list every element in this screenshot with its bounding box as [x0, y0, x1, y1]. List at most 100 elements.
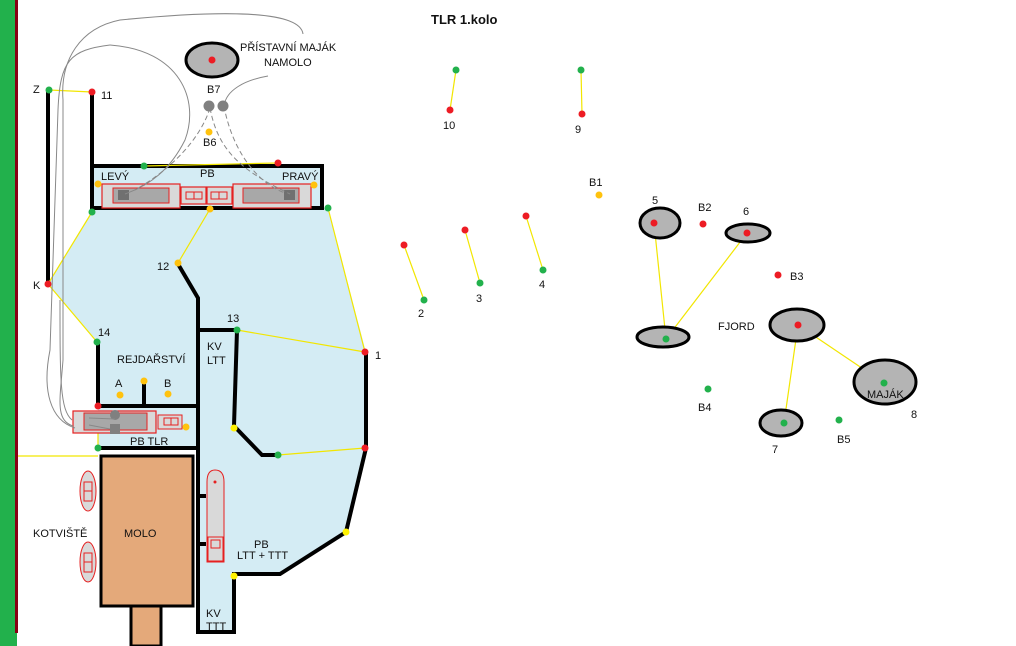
gate-point-dot	[208, 56, 216, 64]
node-a-dot	[116, 391, 124, 399]
boat-levy	[101, 183, 181, 209]
gate-point-dot	[400, 241, 408, 249]
node-b6-label: B6	[203, 137, 216, 149]
label-pb-ltt-2: LTT + TTT	[237, 550, 288, 562]
label-pb-ltt-1: PB	[254, 539, 269, 551]
gate-point-dot	[342, 528, 350, 536]
node-b6-dot	[205, 128, 213, 136]
node-b4-dot	[704, 385, 712, 393]
boat-kotviste-1	[79, 470, 97, 512]
label-kv-ttt-1: KV	[206, 608, 221, 620]
node-8-label: 8	[911, 409, 917, 421]
label-rejdarstvi: REJDAŘSTVÍ	[117, 353, 186, 366]
island-5	[638, 206, 682, 240]
gate-point-dot	[94, 444, 102, 452]
node-11-dot	[88, 88, 96, 96]
gate-point-dot	[310, 181, 318, 189]
gate-point-dot	[230, 424, 238, 432]
label-harbor-lighthouse-2: NAMOLO	[264, 57, 312, 69]
gate-point-dot	[140, 162, 148, 170]
gate-point-dot	[794, 321, 802, 329]
label-kv-ltt-1: KV	[207, 341, 222, 353]
node-9-label: 9	[575, 124, 581, 136]
molo-stem	[129, 604, 163, 646]
node-z-label: Z	[33, 84, 40, 96]
left-border-green	[0, 0, 17, 646]
node-5-dot	[650, 219, 658, 227]
gate-point-dot	[577, 66, 585, 74]
node-b-dot	[164, 390, 172, 398]
walls	[46, 90, 368, 634]
node-b1-dot	[595, 191, 603, 199]
label-fjord: FJORD	[718, 321, 755, 333]
node-14-label: 14	[98, 327, 110, 339]
gate-point-dot	[88, 208, 96, 216]
gate-point-dot	[662, 335, 670, 343]
node-1-dot	[361, 348, 369, 356]
map-title: TLR 1.kolo	[431, 12, 498, 27]
boat-pb-middle-2	[206, 186, 233, 205]
gate-point-dot	[361, 444, 369, 452]
label-harbor-lighthouse-1: PŘÍSTAVNÍ MAJÁK	[240, 41, 337, 54]
gate-point-dot	[522, 212, 530, 220]
node-b5-dot	[835, 416, 843, 424]
label-majak: MAJÁK	[867, 388, 904, 401]
node-4-dot	[539, 266, 547, 274]
gate-point-dot	[274, 159, 282, 167]
node-b7-dot-2	[217, 100, 229, 112]
node-b7-label: B7	[207, 84, 220, 96]
node-10-label: 10	[443, 120, 455, 132]
node-b4-label: B4	[698, 402, 711, 414]
node-3-dot	[476, 279, 484, 287]
gate-point-dot	[452, 66, 460, 74]
harbor-water	[48, 166, 366, 632]
label-kotviste: KOTVIŠTĚ	[33, 527, 87, 540]
label-molo: MOLO	[124, 528, 157, 540]
gate-point-dot	[140, 377, 148, 385]
node-k-dot	[44, 280, 52, 288]
node-b1-label: B1	[589, 177, 602, 189]
node-9-dot	[578, 110, 586, 118]
label-pb-tlr: PB TLR	[130, 436, 168, 448]
node-b7-dot	[203, 100, 215, 112]
node-14-dot	[93, 338, 101, 346]
node-13-dot	[233, 326, 241, 334]
node-6-label: 6	[743, 206, 749, 218]
node-2-dot	[420, 296, 428, 304]
node-b5-label: B5	[837, 434, 850, 446]
node-10-dot	[446, 106, 454, 114]
labels: PŘÍSTAVNÍ MAJÁK NAMOLO LEVÝ PB PRAVÝ REJ…	[33, 41, 904, 633]
boat-pb-middle-1	[180, 186, 207, 205]
label-kv-ttt-2: TTT	[206, 621, 226, 633]
label-pravy: PRAVÝ	[282, 170, 319, 183]
boat-tracks	[46, 13, 304, 430]
island-fjord-south	[635, 325, 691, 349]
gate-point-dot	[206, 205, 214, 213]
boat-kotviste-2	[79, 541, 97, 583]
node-5-label: 5	[652, 195, 658, 207]
node-7-label: 7	[772, 444, 778, 456]
boat-pb-tlr	[72, 410, 183, 434]
node-b3-label: B3	[790, 271, 803, 283]
node-8-dot	[880, 379, 888, 387]
gate-point-dot	[230, 572, 238, 580]
node-4-label: 4	[539, 279, 545, 291]
node-13-label: 13	[227, 313, 239, 325]
node-12-label: 12	[157, 261, 169, 273]
gate-point-dot	[182, 423, 190, 431]
gate-point-dot	[94, 180, 102, 188]
node-11-label: 11	[101, 90, 112, 102]
node-b-label: B	[164, 378, 171, 390]
boat-pravy	[232, 183, 312, 209]
label-kv-ltt-2: LTT	[207, 355, 226, 367]
node-b3-dot	[774, 271, 782, 279]
boats	[72, 183, 312, 583]
boat-kv-ltt-long	[206, 469, 225, 563]
node-2-label: 2	[418, 308, 424, 320]
node-a-label: A	[115, 378, 123, 390]
gate-point-dot	[94, 402, 102, 410]
node-6-dot	[743, 229, 751, 237]
label-levy: LEVÝ	[101, 170, 130, 183]
